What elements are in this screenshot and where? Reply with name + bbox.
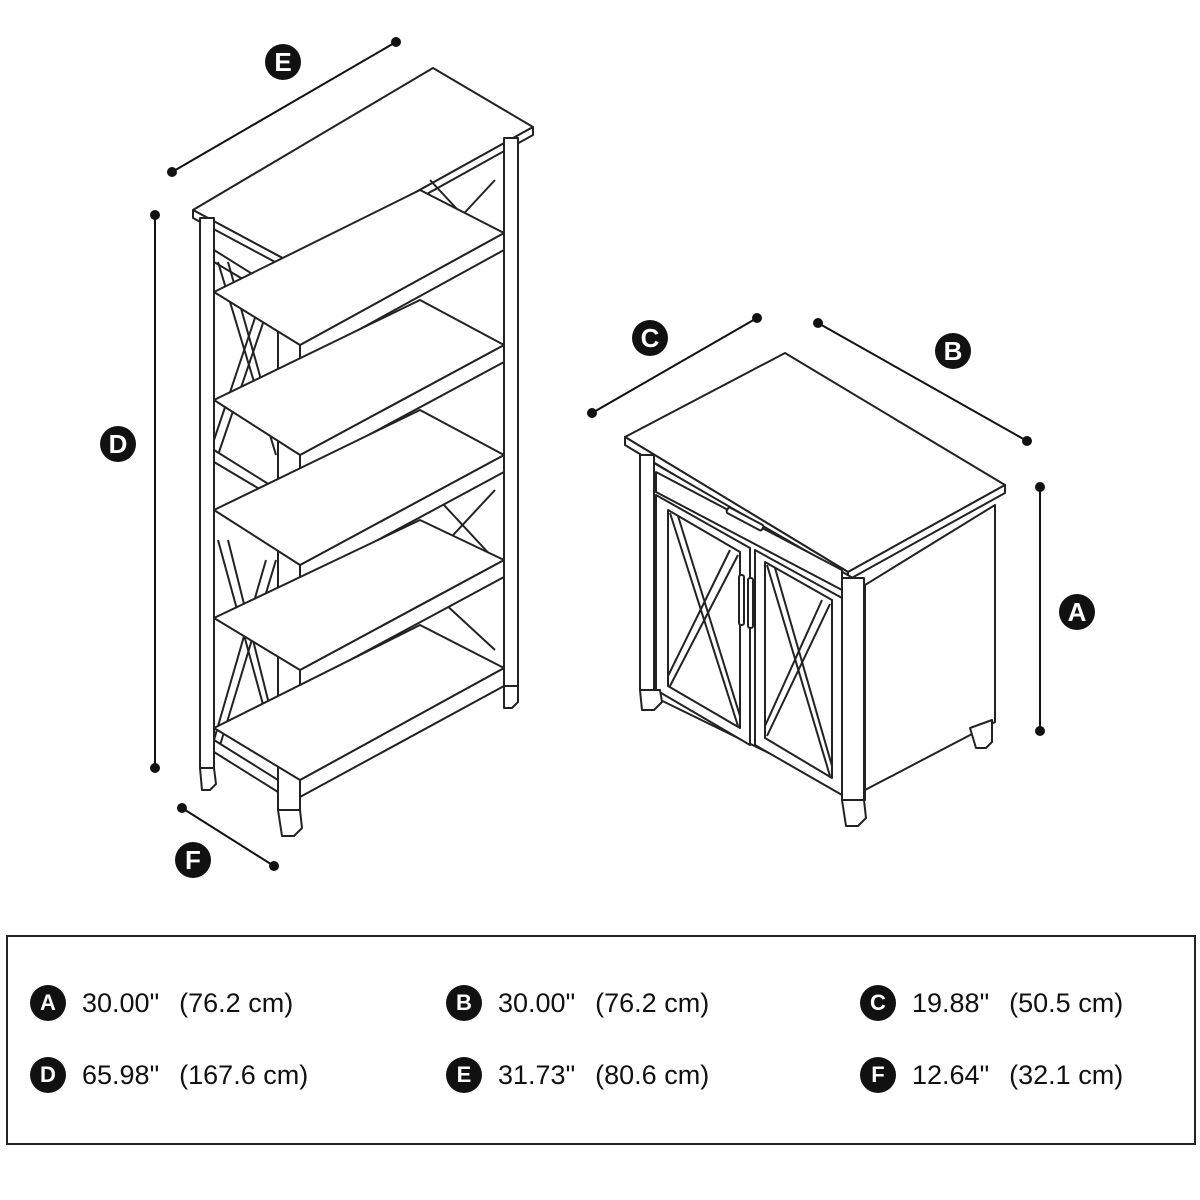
bookcase-drawing [192, 67, 534, 837]
svg-text:F: F [185, 845, 201, 875]
legend-badge-e: E [446, 1057, 482, 1093]
legend-inches-d: 65.98" [82, 1059, 160, 1090]
dimension-badge-f: F [175, 842, 211, 878]
legend-badge-f: F [860, 1057, 896, 1093]
svg-text:E: E [274, 47, 291, 77]
legend-inches-b: 30.00" [498, 987, 576, 1018]
legend-cm-a: (76.2 cm) [179, 987, 294, 1018]
svg-text:A: A [1068, 597, 1087, 627]
dimension-badge-d: D [100, 426, 136, 462]
dimension-badge-b: B [935, 333, 971, 369]
legend-inches-a: 30.00" [82, 987, 160, 1018]
dimensions-legend: A 30.00" (76.2 cm) B 30.00" (76.2 cm) C … [6, 935, 1196, 1145]
legend-item-a: A 30.00" (76.2 cm) [30, 981, 293, 1025]
dimension-lines [154, 41, 1041, 867]
cabinet-drawing [624, 352, 1006, 827]
legend-item-c: C 19.88" (50.5 cm) [860, 981, 1123, 1025]
legend-cm-f: (32.1 cm) [1009, 1059, 1124, 1090]
legend-inches-e: 31.73" [498, 1059, 576, 1090]
legend-item-e: E 31.73" (80.6 cm) [446, 1053, 709, 1097]
legend-item-f: F 12.64" (32.1 cm) [860, 1053, 1123, 1097]
dimension-badge-e: E [265, 44, 301, 80]
legend-badge-b: B [446, 985, 482, 1021]
dimension-badge-a: A [1059, 594, 1095, 630]
dimension-badge-c: C [632, 320, 668, 356]
legend-badge-c: C [860, 985, 896, 1021]
legend-badge-a: A [30, 985, 66, 1021]
legend-cm-d: (167.6 cm) [179, 1059, 309, 1090]
legend-cm-e: (80.6 cm) [595, 1059, 710, 1090]
legend-item-b: B 30.00" (76.2 cm) [446, 981, 709, 1025]
legend-cm-b: (76.2 cm) [595, 987, 710, 1018]
legend-inches-f: 12.64" [912, 1059, 990, 1090]
furniture-dimension-diagram: E D F C B A [100, 37, 1095, 878]
legend-inches-c: 19.88" [912, 987, 990, 1018]
svg-text:C: C [641, 323, 660, 353]
legend-cm-c: (50.5 cm) [1009, 987, 1124, 1018]
svg-text:B: B [944, 336, 963, 366]
svg-text:D: D [109, 429, 128, 459]
legend-item-d: D 65.98" (167.6 cm) [30, 1053, 308, 1097]
legend-badge-d: D [30, 1057, 66, 1093]
